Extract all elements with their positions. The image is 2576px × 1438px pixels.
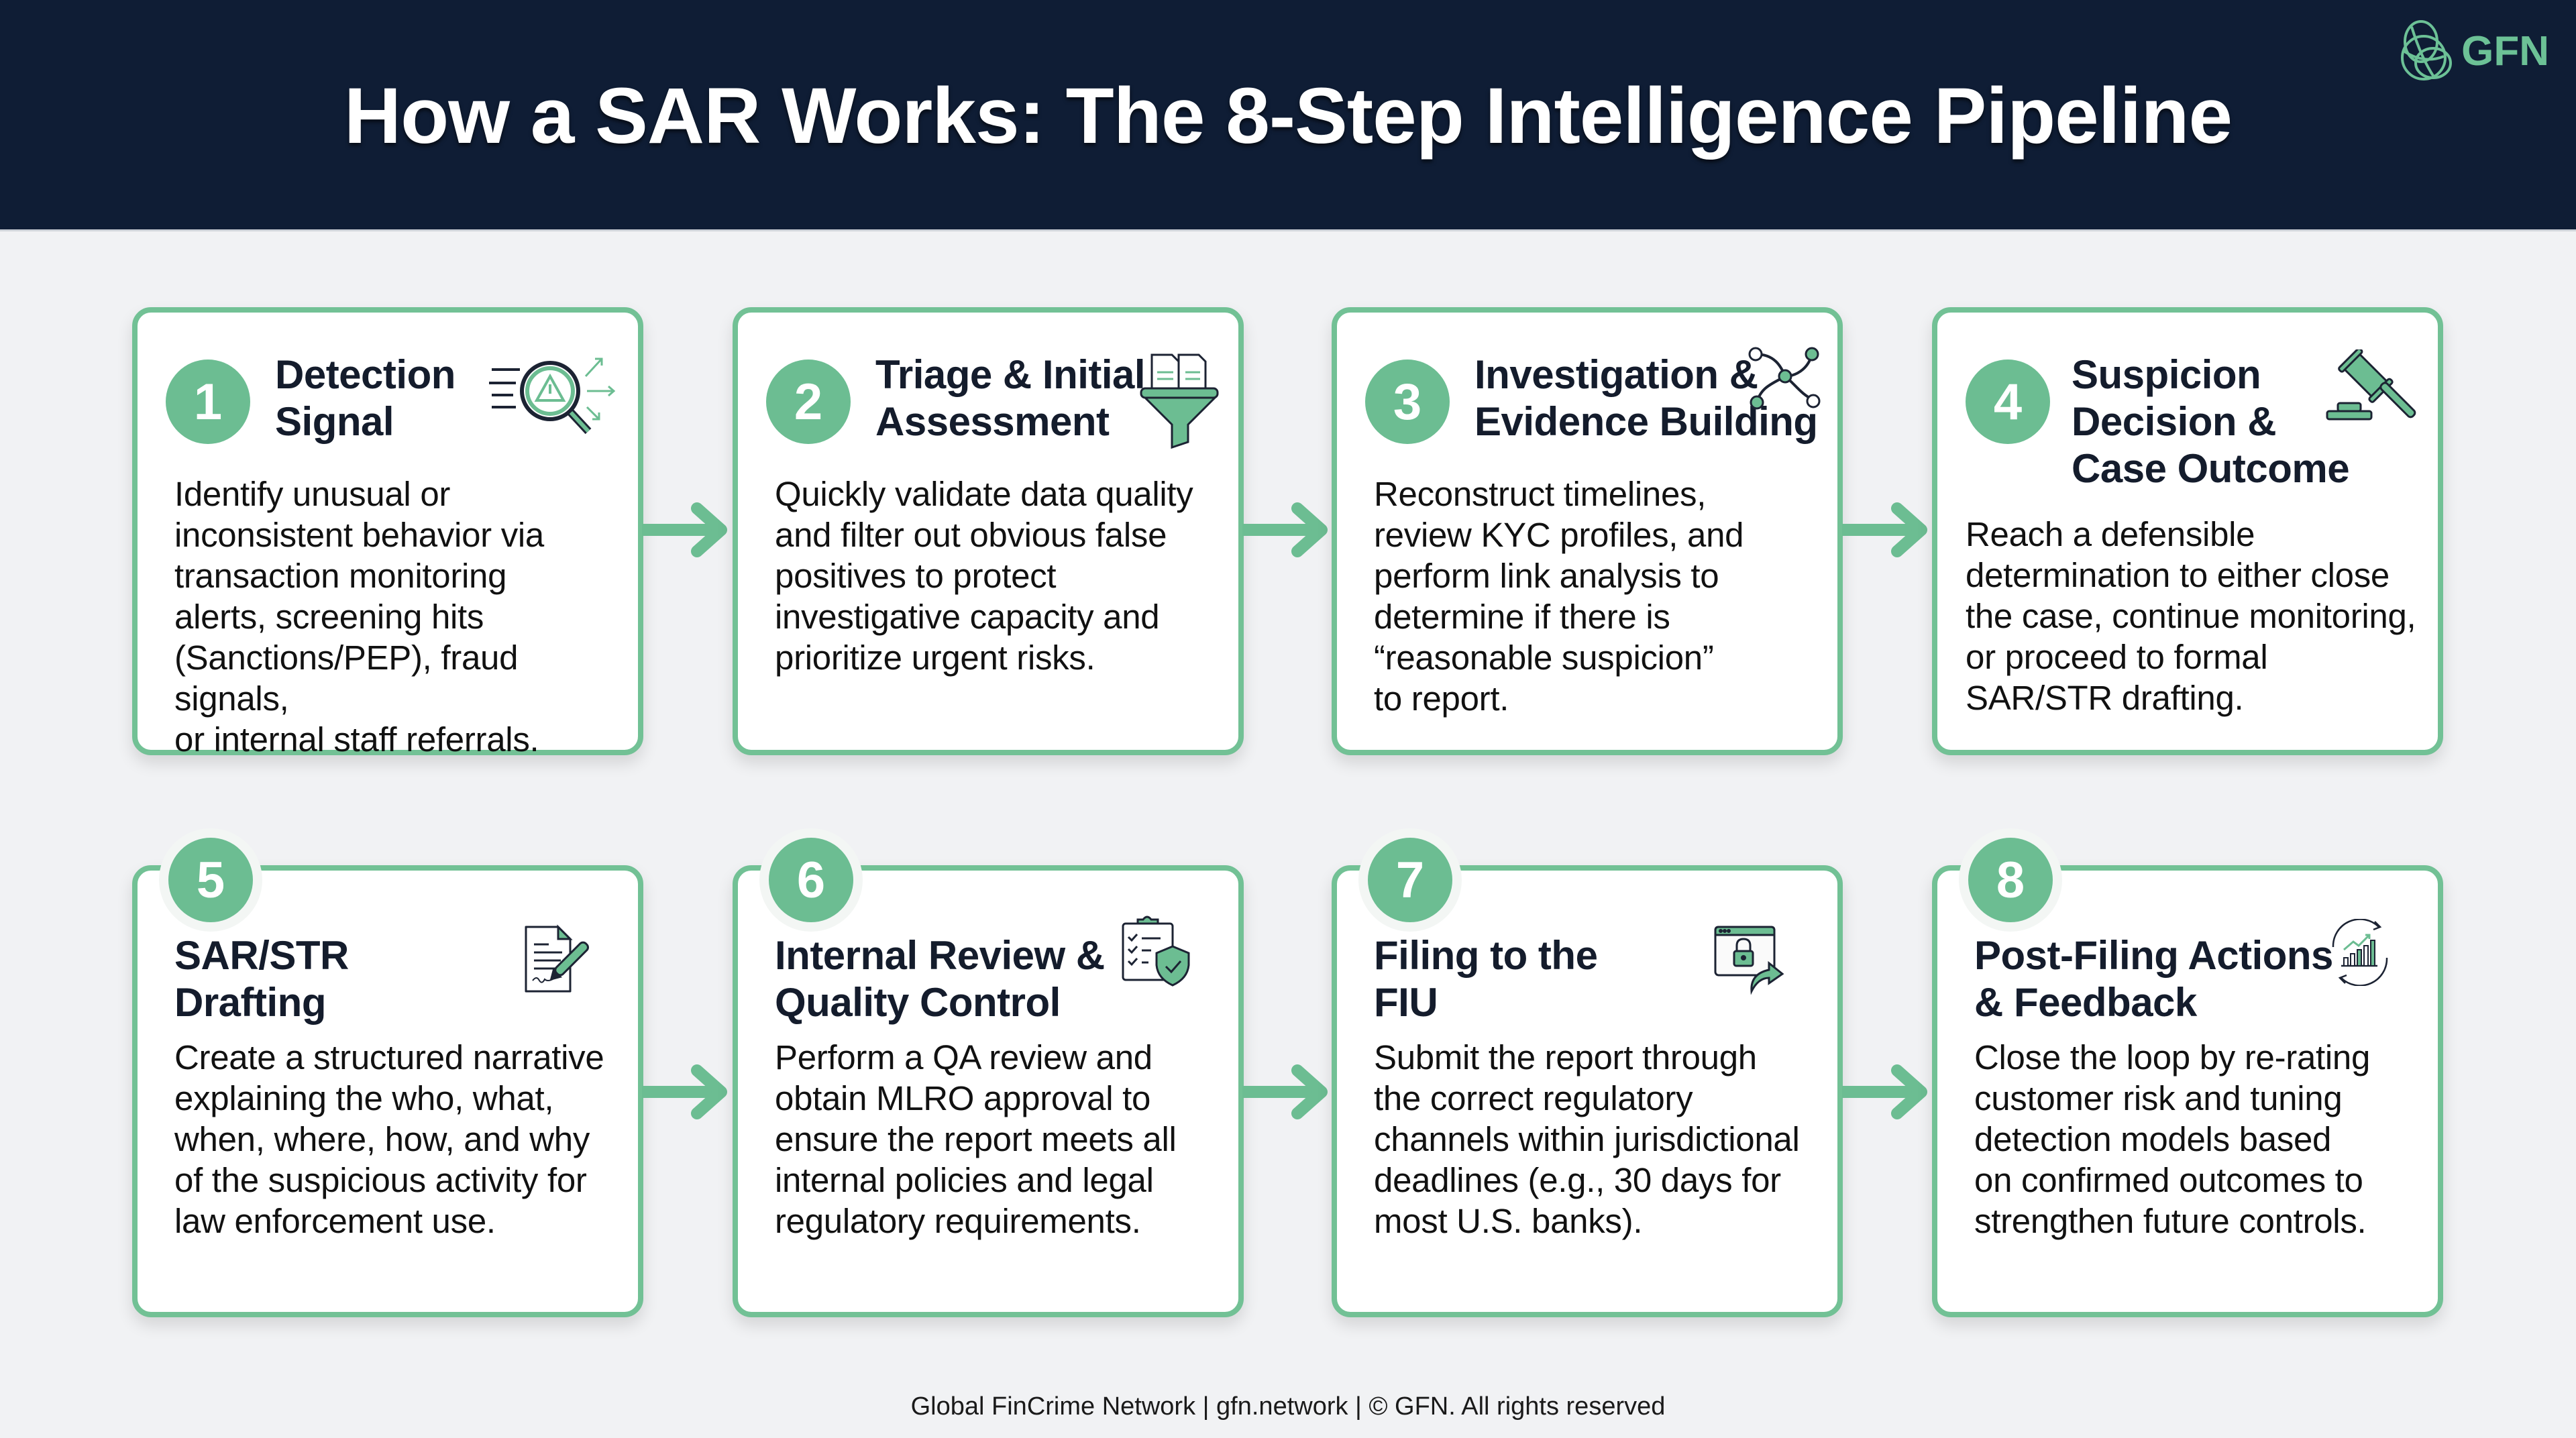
- step-card-3: 3 Investigation &Evidence Building Recon…: [1332, 307, 1843, 755]
- network-graph-icon: [1748, 347, 1821, 410]
- clipboard-shield-icon: [1122, 916, 1190, 987]
- magnifier-alert-icon: [489, 357, 616, 435]
- step-number-badge: 4: [1966, 360, 2050, 444]
- page-title: How a SAR Works: The 8-Step Intelligence…: [343, 72, 2233, 160]
- step-description: Reconstruct timelines,review KYC profile…: [1374, 475, 1744, 718]
- step-title: Internal Review &Quality Control: [775, 933, 1105, 1025]
- step-number-badge: 7: [1358, 828, 1462, 932]
- flow-arrow-icon: [1842, 1064, 1927, 1119]
- step-number-badge: 2: [766, 360, 851, 444]
- step-title: Post-Filing Actions& Feedback: [1974, 933, 2333, 1025]
- footer-credits: Global FinCrime Network | gfn.network | …: [910, 1392, 1666, 1421]
- step-number-badge: 5: [159, 828, 262, 932]
- step-number-badge: 1: [166, 360, 250, 444]
- step-number-badge: 3: [1365, 360, 1450, 444]
- step-card-6: Internal Review &Quality Control Perform…: [733, 865, 1244, 1317]
- flow-arrow-icon: [1842, 502, 1927, 557]
- header-banner: How a SAR Works: The 8-Step Intelligence…: [0, 0, 2576, 231]
- step-card-8: Post-Filing Actions& Feedback Close the …: [1932, 865, 2443, 1317]
- logo-text: GFN: [2461, 27, 2549, 74]
- step-title: Investigation &Evidence Building: [1474, 352, 1818, 444]
- cycle-chart-icon: [2332, 919, 2388, 986]
- flow-arrow-icon: [1242, 502, 1328, 557]
- flow-arrow-icon: [642, 1064, 727, 1119]
- document-pen-icon: [525, 924, 590, 993]
- globe-rings-icon: [2401, 20, 2453, 80]
- secure-browser-send-icon: [1714, 926, 1784, 995]
- gavel-icon: [2326, 349, 2416, 421]
- step-number-badge: 6: [759, 828, 863, 932]
- flow-arrow-icon: [1242, 1064, 1328, 1119]
- flow-arrow-icon: [642, 502, 727, 557]
- funnel-documents-icon: [1140, 353, 1219, 449]
- gfn-logo: GFN: [2394, 17, 2549, 85]
- step-number-badge: 8: [1959, 828, 2062, 932]
